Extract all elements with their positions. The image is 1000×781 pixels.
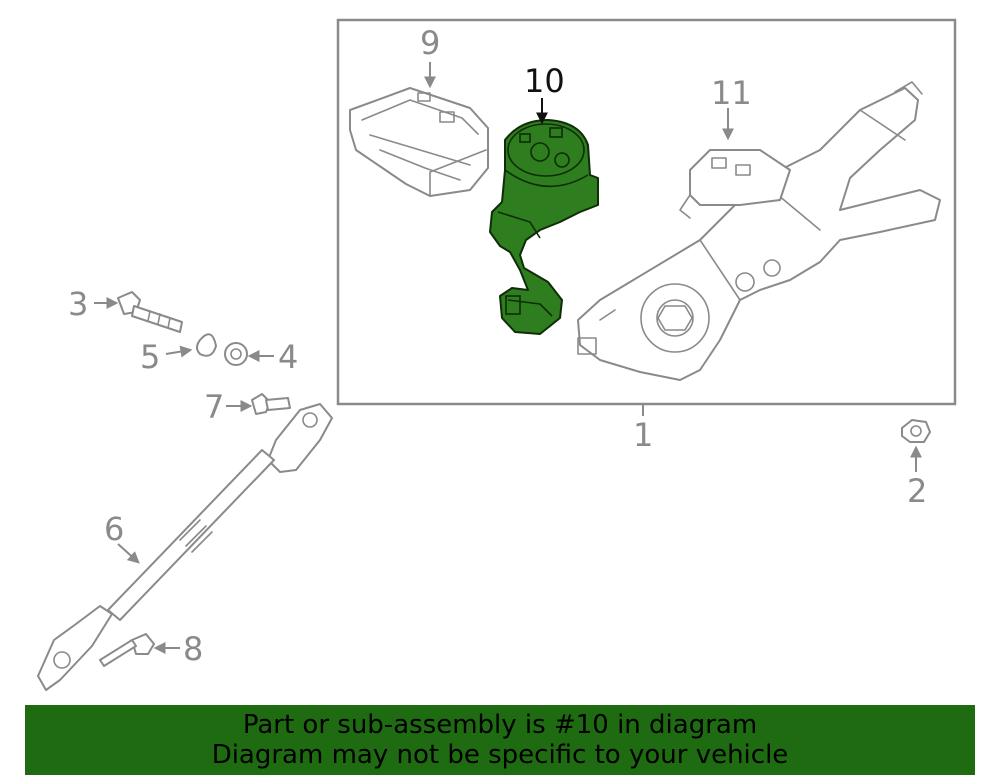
banner-line-2: Diagram may not be specific to your vehi…: [211, 740, 789, 770]
callout-5: 5: [140, 338, 160, 376]
callout-3: 3: [68, 285, 88, 323]
callout-10: 10: [524, 62, 565, 100]
callout-6: 6: [104, 510, 124, 548]
leader-6: [117, 543, 140, 564]
callout-7: 7: [204, 388, 224, 426]
part-8-bolt[interactable]: [99, 633, 155, 667]
part-11-bracket[interactable]: [679, 149, 791, 219]
part-2-nut[interactable]: [901, 419, 931, 443]
banner-line-1: Part or sub-assembly is #10 in diagram: [242, 710, 758, 740]
part-7-bolt[interactable]: [251, 393, 291, 415]
leader-5: [165, 345, 193, 358]
sub-assembly-frame: [336, 18, 957, 406]
part-9-control-module[interactable]: [349, 87, 489, 197]
part-6-intermediate-shaft[interactable]: [37, 403, 333, 691]
callout-9: 9: [420, 24, 440, 62]
info-banner: Part or sub-assembly is #10 in diagram D…: [25, 705, 975, 775]
part-10-actuator[interactable]: [489, 119, 599, 335]
part-3-bolt[interactable]: [117, 291, 183, 333]
part-5-clip[interactable]: [196, 333, 217, 357]
callout-2: 2: [907, 472, 927, 510]
callout-1: 1: [633, 416, 653, 454]
steering-column-assembly[interactable]: [577, 81, 941, 381]
callout-11: 11: [711, 74, 752, 112]
callout-8: 8: [183, 630, 203, 668]
callout-4: 4: [278, 338, 298, 376]
part-4-washer[interactable]: [224, 342, 248, 366]
